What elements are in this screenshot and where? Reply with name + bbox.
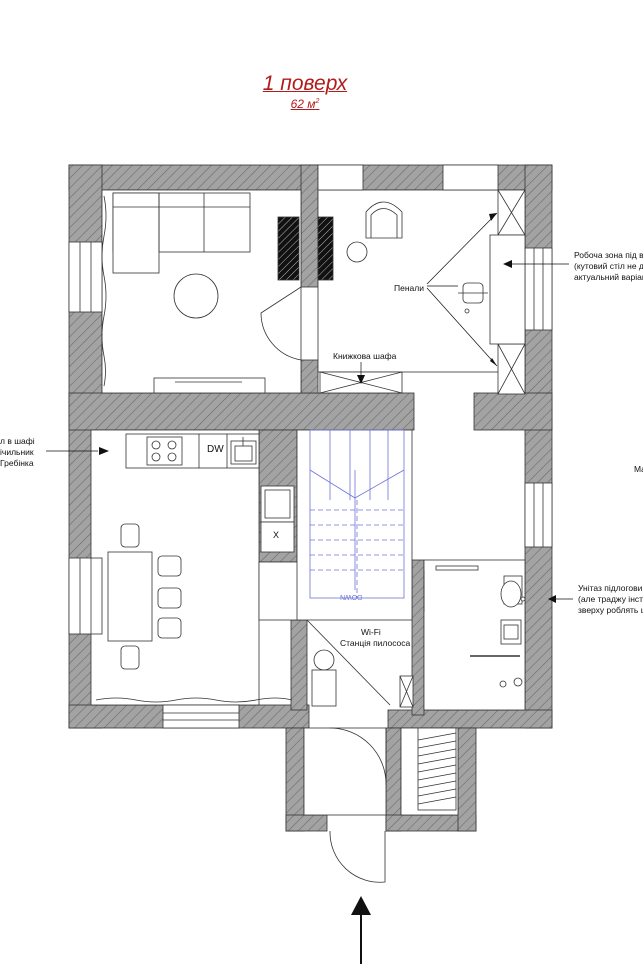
toilet-icon	[500, 575, 526, 608]
work-zone-label-3: актуальний варіант	[574, 272, 643, 282]
coat-rack	[417, 727, 457, 811]
leader-lines	[46, 212, 573, 600]
round-table-icon	[173, 273, 219, 319]
toilet-label-2: (але траджу інстал	[578, 594, 643, 604]
toilet-label-3: зверху роблять щ	[578, 605, 643, 615]
toilet-label-1: Унітаз підлогови	[578, 583, 643, 593]
plan-area: 62 м2	[290, 97, 320, 111]
living-room	[101, 192, 334, 394]
dining-table	[107, 551, 153, 642]
cases-label: Пенали	[394, 283, 424, 293]
sink-icon	[500, 619, 522, 645]
work-zone-label-2: (кутовий стіл не ду	[574, 261, 643, 271]
vacuum-station	[313, 649, 335, 671]
bookcase-label: Книжкова шафа	[333, 351, 397, 361]
entrance-arrow-icon	[351, 896, 371, 964]
shower-icon	[499, 677, 523, 688]
cabinet-label-3: Гребінка	[0, 458, 34, 468]
door-swings	[306, 570, 425, 706]
tv-stand	[153, 377, 266, 394]
column-left	[277, 216, 300, 281]
appliance-cross: X	[273, 530, 280, 540]
leader-arrowheads	[99, 213, 556, 603]
bathroom	[435, 565, 526, 688]
dishwasher-label: DW	[207, 444, 224, 455]
sink-icon	[230, 437, 257, 465]
windows	[68, 164, 553, 729]
work-zone-label-1: Робоча зона під ві	[574, 250, 643, 260]
kitchen	[95, 433, 414, 708]
edge-right-label: Ма	[634, 464, 643, 474]
wifi-label: Wi-Fi	[361, 627, 381, 637]
vestibule	[329, 727, 457, 883]
plan-title: 1 поверх	[262, 72, 348, 95]
stairs-down-label: DOWN	[340, 593, 363, 600]
desk	[489, 234, 526, 345]
vacuum-station-label: Станція пилососа	[340, 638, 411, 648]
cabinet-label-2: ічильник	[0, 447, 34, 457]
cabinet-label-1: л в шафі	[0, 436, 35, 446]
staircase	[309, 429, 405, 599]
cooktop-icon	[146, 436, 183, 466]
office-chair-icon	[458, 282, 488, 314]
dining-chairs	[120, 523, 182, 670]
column-right	[317, 216, 334, 281]
